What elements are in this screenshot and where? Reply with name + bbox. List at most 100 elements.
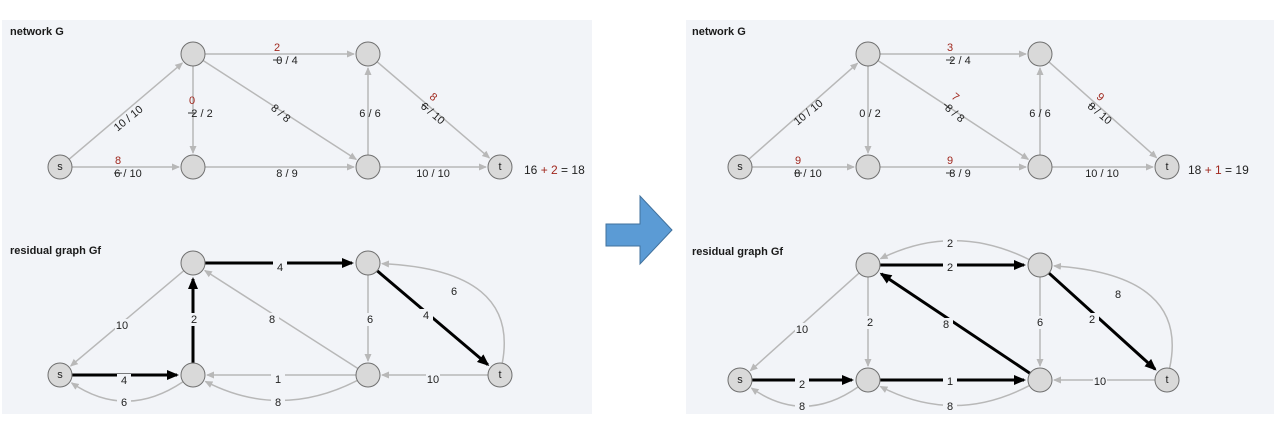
network-node-t: t [487, 154, 513, 180]
node-circle [47, 362, 73, 388]
residual-capacity-label: 2 [799, 379, 805, 391]
residual-capacity-label: 1 [275, 374, 281, 386]
edge-flow-capacity: 8 / 9 [949, 168, 970, 180]
residual-capacity-label: 2 [191, 314, 197, 326]
node-circle [1154, 154, 1180, 180]
network-title: network G [692, 26, 746, 38]
edge-flow-capacity: 8 / 9 [276, 168, 297, 180]
updated-flow-value: 9 [947, 155, 953, 167]
residual-capacity-label: 6 [1037, 317, 1043, 329]
node-circle [1027, 154, 1053, 180]
network-edge-label-b-d: 8 / 9 [276, 168, 297, 180]
network-edge-label-d-c: 6 / 6 [359, 108, 380, 120]
residual-edge-c-t [1047, 271, 1157, 371]
residual-capacity-label: 4 [121, 375, 127, 387]
network-edge-label-a-b: 0 / 2 [859, 108, 880, 120]
node-circle [1027, 367, 1053, 393]
network-edge-c-t [376, 61, 491, 159]
residual-node-t: t [487, 362, 513, 388]
label-backdrop [943, 400, 957, 413]
formula-base: 18 [1188, 163, 1202, 177]
node-circle [47, 154, 73, 180]
residual-node-c [1027, 252, 1053, 278]
network-node-a [855, 41, 881, 67]
label-backdrop [1033, 316, 1047, 329]
node-label: s [57, 369, 63, 381]
label-backdrop [187, 313, 201, 326]
network-edge-label-a-c: 0 / 42 [273, 42, 298, 67]
formula-inc: 2 [548, 163, 558, 177]
residual-capacity-label: 10 [1094, 376, 1106, 388]
label-backdrop [271, 396, 285, 409]
residual-node-s: s [47, 362, 73, 388]
network-edge-label-d-c: 6 / 6 [1029, 108, 1050, 120]
label-backdrop [795, 400, 809, 413]
residual-capacity-label: 8 [799, 401, 805, 413]
edge-flow-capacity: 2 / 4 [949, 55, 970, 67]
updated-flow-value: 9 [795, 155, 801, 167]
network-edge-s-a [68, 62, 184, 160]
updated-flow-value: 8 [115, 155, 121, 167]
label-backdrop [943, 237, 957, 250]
edge-flow-capacity: 8 / 10 [794, 168, 822, 180]
label-backdrop [795, 323, 809, 336]
node-circle [180, 250, 206, 276]
formula-base: 16 [524, 163, 538, 177]
node-circle [180, 154, 206, 180]
residual-node-b [180, 362, 206, 388]
network-node-s: s [727, 154, 753, 180]
label-backdrop [117, 374, 131, 387]
strikethrough-mark [1088, 103, 1096, 110]
network-edge-label-d-t: 10 / 10 [416, 168, 450, 180]
residual-node-d [1027, 367, 1053, 393]
residual-node-b [855, 367, 881, 393]
label-backdrop [1085, 313, 1099, 326]
network-edge-label-a-c: 2 / 43 [946, 42, 971, 67]
network-edge-s-a [748, 62, 859, 160]
residual-edge-a-s [749, 272, 860, 372]
node-circle [487, 362, 513, 388]
node-circle [355, 250, 381, 276]
edge-flow-capacity: 0 / 2 [859, 108, 880, 120]
residual-capacity-label: 4 [277, 262, 283, 274]
node-circle [855, 154, 881, 180]
strikethrough-mark [421, 103, 429, 110]
residual-capacity-label: 1 [947, 376, 953, 388]
residual-capacity-label: 2 [947, 238, 953, 250]
left-panel: network G residual graph Gf 10 / 106 / 1… [2, 20, 592, 414]
flow-value-text: 16 + 2 = 18 [524, 163, 585, 177]
label-backdrop [271, 373, 285, 386]
formula-eq: = [1222, 163, 1232, 177]
network-edge-a-d [877, 59, 1030, 160]
node-circle [355, 41, 381, 67]
flow-value-text: 18 + 1 = 19 [1188, 163, 1249, 177]
node-label: s [57, 161, 63, 173]
label-backdrop [943, 261, 957, 274]
updated-flow-value: 2 [274, 42, 280, 54]
network-node-a [180, 41, 206, 67]
edge-flow-capacity: 6 / 6 [359, 108, 380, 120]
label-backdrop [795, 378, 809, 391]
edge-flow-capacity: 10 / 10 [416, 168, 450, 180]
residual-capacity-label: 2 [867, 317, 873, 329]
edge-flow-capacity: 10 / 10 [1085, 168, 1119, 180]
residual-node-t: t [1154, 367, 1180, 393]
edge-flow-capacity: 0 / 4 [276, 55, 297, 67]
label-backdrop [115, 319, 129, 332]
node-circle [355, 154, 381, 180]
node-circle [855, 367, 881, 393]
strikethrough-mark [943, 103, 951, 110]
node-circle [1154, 367, 1180, 393]
residual-capacity-label: 10 [116, 320, 128, 332]
residual-node-c [355, 250, 381, 276]
network-edge-c-t [1048, 61, 1158, 159]
label-backdrop [419, 309, 433, 322]
residual-capacity-label: 8 [1115, 289, 1121, 301]
label-backdrop [863, 316, 877, 329]
